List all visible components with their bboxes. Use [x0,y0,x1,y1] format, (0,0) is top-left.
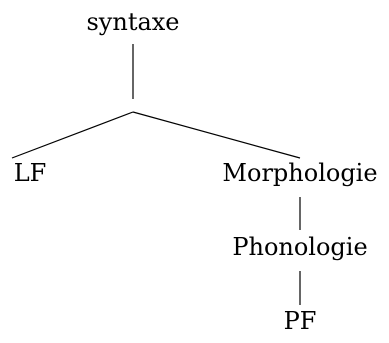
node-morphologie: Morphologie [222,161,377,185]
node-pf: PF [284,309,317,333]
node-syntaxe: syntaxe [86,10,179,34]
edge-branch-to-lf [12,112,133,158]
edge-branch-to-morphologie [133,112,300,158]
node-lf: LF [14,161,47,185]
node-phonologie: Phonologie [232,235,367,259]
